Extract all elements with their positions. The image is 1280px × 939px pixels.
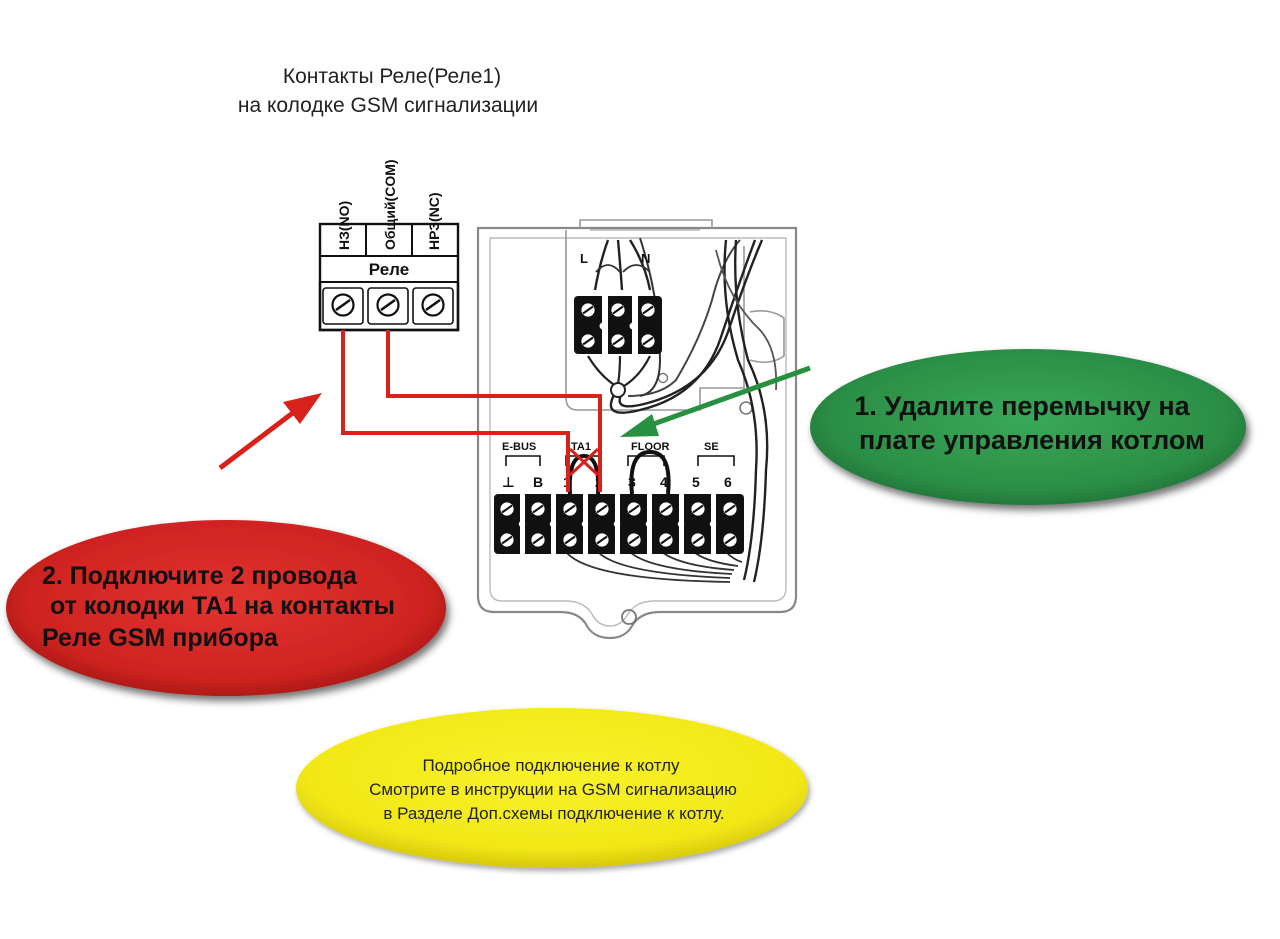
gsm-relay-block: Реле НЗ(NO) Общий(COM) НРЗ(NC) — [318, 159, 460, 332]
callout-note-line1: Подробное подключение к котлу — [422, 756, 680, 775]
terminal-label-l: L — [580, 251, 588, 266]
callout-note — [296, 708, 808, 868]
callout-step2-line1: 2. Подключите 2 провода — [42, 562, 358, 590]
mains-terminal-block — [574, 294, 662, 356]
green-arrow-icon — [620, 365, 811, 437]
terminal-num: B — [533, 474, 543, 490]
callout-step2-line2: от колодки TA1 на контакты — [50, 592, 395, 620]
wire-com-to-ta1-2 — [386, 330, 602, 492]
red-wires — [341, 330, 602, 492]
wire-no-to-ta1-1 — [341, 330, 570, 492]
relay-contact-no: НЗ(NO) — [336, 201, 352, 250]
relay-label: Реле — [369, 260, 409, 279]
diagram-title-line1: Контакты Реле(Реле1) — [283, 65, 501, 88]
terminal-num: 6 — [724, 474, 732, 490]
terminal-label-n: N — [641, 251, 650, 266]
callout-note-line2: Смотрите в инструкции на GSM сигнализаци… — [369, 780, 737, 799]
red-arrow-icon — [218, 393, 322, 470]
group-label-floor: FLOOR — [631, 441, 670, 453]
relay-contact-nc: НРЗ(NC) — [426, 192, 442, 250]
callout-step2-line3: Реле GSM прибора — [42, 624, 279, 652]
low-voltage-terminal-strip — [494, 492, 744, 556]
floor-jumper — [629, 449, 671, 495]
callout-step1-line2: плате управления котлом — [859, 425, 1205, 455]
mount-hole-icon — [621, 609, 637, 625]
terminal-num: 5 — [692, 474, 700, 490]
callout-step1 — [810, 349, 1246, 505]
relay-screw-icon — [412, 287, 454, 325]
terminal-num: 3 — [628, 474, 636, 490]
relay-screw-icon — [322, 287, 364, 325]
group-label-se: SE — [704, 441, 719, 453]
relay-contact-com: Общий(COM) — [382, 159, 398, 250]
callout-step2 — [6, 520, 446, 696]
group-label-ebus: E-BUS — [502, 441, 536, 453]
callout-step1-line1: 1. Удалите перемычку на — [854, 391, 1190, 421]
boiler-board: L N E-BUS TA1 FLOOR SE — [476, 219, 798, 640]
terminal-num: ⊥ — [502, 474, 515, 490]
diagram-title-line2: на колодке GSM сигнализации — [238, 94, 538, 117]
group-label-ta1: TA1 — [571, 441, 591, 453]
terminal-num: 4 — [660, 474, 668, 490]
relay-screw-icon — [367, 287, 409, 325]
callout-note-line3: в Разделе Доп.схемы подключение к котлу. — [383, 804, 724, 823]
